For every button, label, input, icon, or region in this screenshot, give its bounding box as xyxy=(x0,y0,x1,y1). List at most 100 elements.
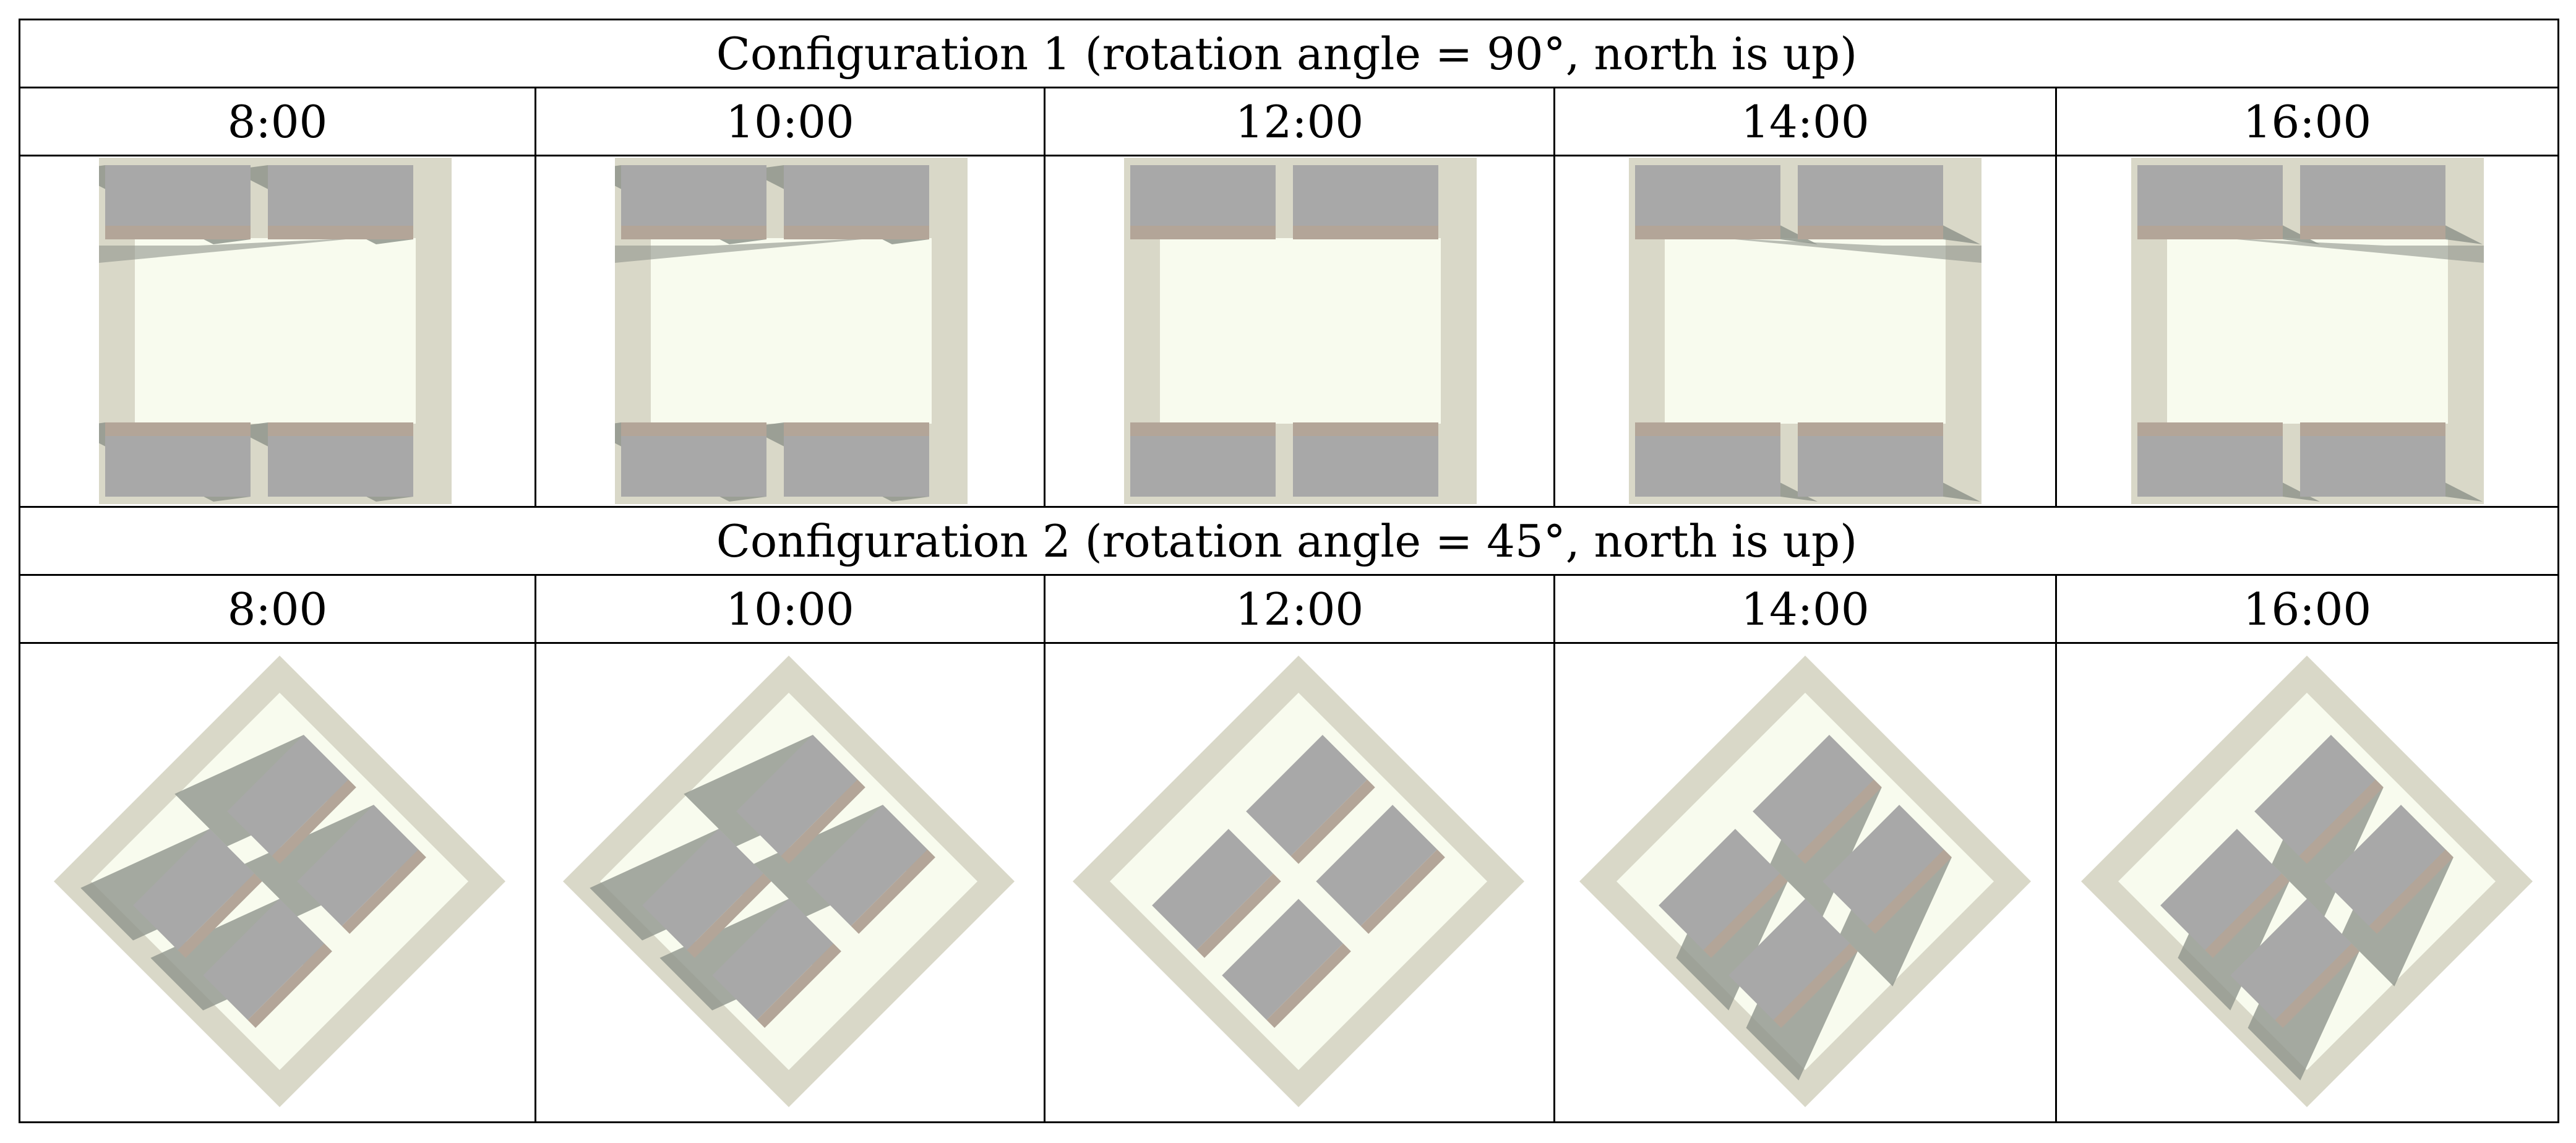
building-roof xyxy=(1293,436,1438,497)
building xyxy=(784,422,929,497)
building xyxy=(784,165,929,239)
config2-time-1400: 14:00 xyxy=(1741,583,1870,635)
building xyxy=(2230,899,2359,1028)
building-facade xyxy=(1635,422,1780,436)
config2-time-1000: 10:00 xyxy=(726,583,854,635)
building-facade xyxy=(784,422,929,436)
building-facade xyxy=(1293,422,1438,436)
site-group xyxy=(1124,158,1477,504)
building-roof xyxy=(642,829,763,951)
config2-render-1400-svg xyxy=(1579,656,2031,1107)
building-facade xyxy=(2275,943,2359,1028)
building xyxy=(806,805,935,934)
building-roof xyxy=(1152,829,1273,951)
building-facade xyxy=(621,422,766,436)
grid-line xyxy=(535,574,536,1123)
building-facade xyxy=(757,943,841,1028)
grid-line xyxy=(19,87,2559,88)
config1-time-1600: 16:00 xyxy=(2243,96,2372,148)
building xyxy=(1152,829,1281,958)
building-facade xyxy=(105,226,251,239)
building xyxy=(1316,805,1445,934)
config1-render-0800 xyxy=(99,158,452,504)
building-roof xyxy=(784,165,929,226)
building-facade xyxy=(1130,226,1276,239)
building-facade xyxy=(851,849,935,934)
site-group xyxy=(1073,656,1524,1107)
courtyard xyxy=(651,238,932,424)
building-facade xyxy=(1360,849,1445,934)
building-facade xyxy=(1290,779,1375,864)
building-roof xyxy=(621,165,766,226)
building-facade xyxy=(2205,873,2290,958)
site-group xyxy=(2131,158,2484,504)
building-facade xyxy=(2369,849,2454,934)
building xyxy=(2300,422,2445,497)
courtyard xyxy=(1160,238,1441,424)
building-facade xyxy=(1797,779,1882,864)
building-facade xyxy=(784,226,929,239)
building-facade xyxy=(272,779,356,864)
site-group xyxy=(1629,158,1981,504)
building-facade xyxy=(2137,422,2283,436)
building-facade xyxy=(1196,873,1281,958)
courtyard xyxy=(135,238,416,424)
config2-render-1000 xyxy=(560,649,1018,1113)
building xyxy=(105,422,251,497)
building-facade xyxy=(2300,226,2445,239)
courtyard-shadow xyxy=(99,238,359,263)
building xyxy=(712,899,841,1028)
building xyxy=(133,829,262,958)
building-roof xyxy=(105,436,251,497)
config2-time-0800: 8:00 xyxy=(227,583,328,635)
building-roof xyxy=(1635,436,1780,497)
config1-time-1000: 10:00 xyxy=(726,96,854,148)
building xyxy=(1130,165,1276,239)
building-facade xyxy=(781,779,865,864)
building xyxy=(203,899,332,1028)
config1-title: Configuration 1 (rotation angle = 90°, n… xyxy=(716,28,1858,80)
building-roof xyxy=(227,735,349,856)
building-facade xyxy=(2137,226,2283,239)
building xyxy=(1130,422,1276,497)
building-roof xyxy=(1753,735,1874,856)
grid-line xyxy=(19,642,2559,644)
config1-time-1400: 14:00 xyxy=(1741,96,1870,148)
building-facade xyxy=(1703,873,1788,958)
config2-render-1600 xyxy=(2078,649,2536,1113)
grid-line xyxy=(1044,574,1045,1123)
building-roof xyxy=(1130,436,1276,497)
building xyxy=(1798,165,1943,239)
config2-time-1200: 12:00 xyxy=(1235,583,1364,635)
building xyxy=(2300,165,2445,239)
building-facade xyxy=(1130,422,1276,436)
building xyxy=(268,422,413,497)
rotated-site xyxy=(1152,735,1445,1028)
rotated-site xyxy=(1659,735,1952,1081)
rotated-site xyxy=(80,735,426,1028)
config2-render-1200 xyxy=(1070,649,1527,1113)
grid-line xyxy=(19,19,20,1123)
building-roof xyxy=(1246,735,1368,856)
config2-title: Configuration 2 (rotation angle = 45°, n… xyxy=(716,515,1858,567)
building-facade xyxy=(1798,422,1943,436)
site-group xyxy=(615,158,968,504)
building-roof xyxy=(1659,829,1780,951)
config2-render-1200-svg xyxy=(1073,656,1524,1107)
config1-render-1200 xyxy=(1124,158,1477,504)
building xyxy=(2137,422,2283,497)
building xyxy=(1293,165,1438,239)
building-roof xyxy=(2160,829,2282,951)
building xyxy=(736,735,865,864)
building xyxy=(227,735,356,864)
building-roof xyxy=(2137,436,2283,497)
config1-time-1200: 12:00 xyxy=(1235,96,1364,148)
building-facade xyxy=(1266,943,1351,1028)
building xyxy=(297,805,426,934)
building-facade xyxy=(1773,943,1858,1028)
site-group xyxy=(99,158,452,504)
building-roof xyxy=(2254,735,2376,856)
grid-line xyxy=(535,87,536,506)
building-roof xyxy=(2300,165,2445,226)
